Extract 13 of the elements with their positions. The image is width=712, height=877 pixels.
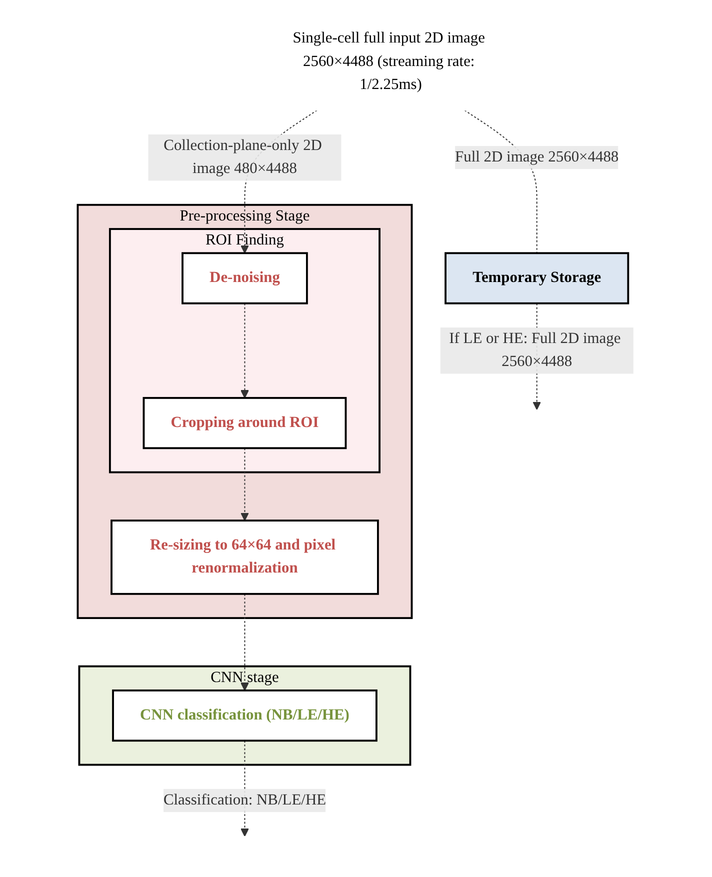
node-box: Cropping around ROI [143,396,348,450]
node-box: CNN classification (NB/LE/HE) [112,690,378,742]
node-box: De-noising [182,252,308,304]
arrow [240,302,250,398]
node-text: Single-cell full input 2D image 2560×4488 (streaming rate: 1/2.25ms) [293,30,486,93]
node-box: Re-sizing to 64×64 and pixel renormalization [110,520,380,595]
edge-label: If LE or HE: Full 2D image 2560×4488 [450,330,622,370]
node-box: Temporary Storage [445,252,630,304]
arrow [240,448,250,521]
edge-label: Classification: NB/LE/HE [164,792,326,808]
edge-label: Collection-plane-only 2D image 480×4488 [164,137,322,177]
arrow [240,593,250,691]
edge-label: Full 2D image 2560×4488 [455,148,620,166]
